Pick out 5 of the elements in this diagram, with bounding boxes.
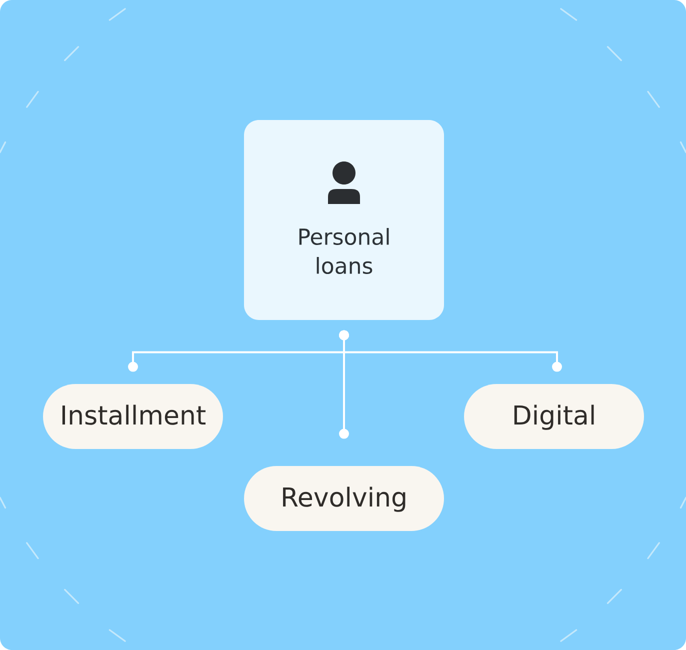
connector-line [339, 330, 562, 372]
category-pill: Revolving [244, 466, 444, 531]
category-pill: Installment [43, 384, 223, 449]
topic-card: Personal loans [244, 120, 444, 320]
category-pill: Digital [464, 384, 644, 449]
